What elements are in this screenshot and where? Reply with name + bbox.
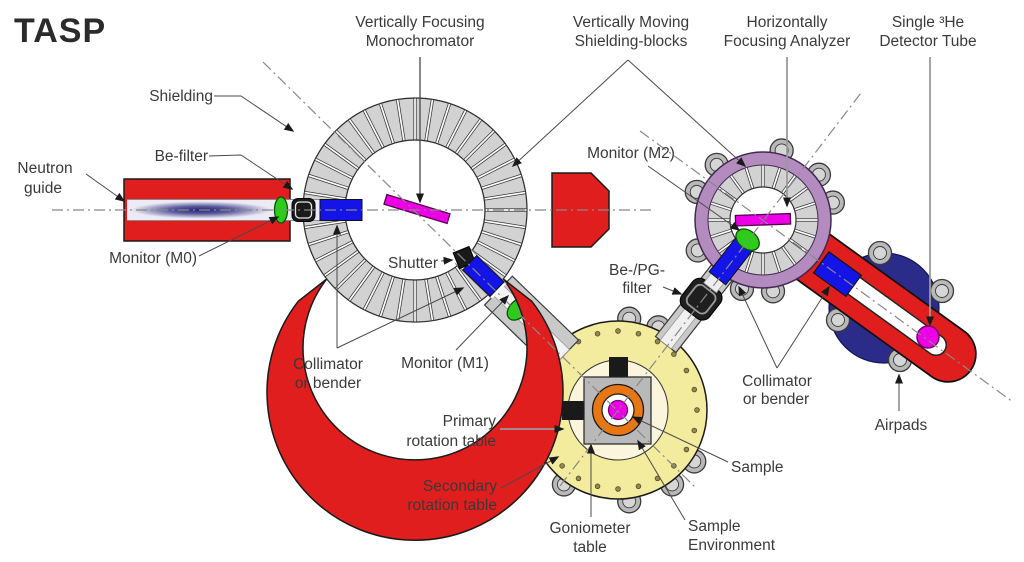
label-be-pg-1: Be-/PG-: [609, 262, 665, 279]
labels: TASP Vertically Focusing Monochromator V…: [14, 12, 977, 556]
label-shutter: Shutter: [388, 255, 438, 272]
label-vert-foc-mono-1: Vertically Focusing: [355, 14, 484, 31]
label-monitor-m1: Monitor (M1): [401, 355, 489, 372]
label-sample: Sample: [731, 459, 784, 476]
leader-monitor-m1: [455, 294, 510, 351]
label-primary-2: rotation table: [406, 433, 496, 450]
leader-be-filter: [208, 154, 294, 190]
label-secondary-1: Secondary: [423, 478, 497, 495]
leader-shielding: [214, 95, 295, 132]
leader-collimator-right-b: [776, 285, 830, 369]
label-single-he-1: Single ³He: [892, 14, 964, 31]
sample-analyzer-axis: [559, 92, 862, 487]
mono-block-separators: [304, 98, 527, 322]
label-sample-env-1: Sample: [688, 518, 741, 535]
label-collimator-left-1: Collimator: [293, 356, 363, 373]
monochromator-shielding-ring: [266, 278, 564, 542]
leader-collimator-left-b: [336, 287, 465, 349]
leader-be-pg: [662, 286, 683, 295]
label-neutron-guide-2: guide: [24, 180, 62, 197]
label-goniometer-2: table: [573, 539, 607, 556]
label-monitor-m2: Monitor (M2): [587, 145, 675, 162]
label-be-filter: Be-filter: [155, 148, 208, 165]
analyzer-detector-axis: [639, 130, 1014, 403]
label-single-he-2: Detector Tube: [879, 33, 976, 50]
label-goniometer-1: Goniometer: [550, 520, 631, 537]
label-monitor-m0: Monitor (M0): [109, 250, 197, 267]
label-horiz-analyzer-1: Horizontally: [747, 14, 828, 31]
exit-collimator: [462, 254, 505, 298]
label-shielding: Shielding: [149, 88, 213, 105]
sample: [607, 399, 629, 421]
label-airpads: Airpads: [875, 417, 928, 434]
leader-sample-env: [637, 439, 686, 521]
label-sample-env-2: Environment: [688, 537, 776, 554]
label-collimator-right-2: or bender: [743, 391, 809, 408]
leader-sample: [631, 416, 729, 463]
leader-shutter: [440, 256, 454, 265]
leader-lines: [85, 57, 934, 521]
sample-table-assembly: [514, 306, 708, 514]
label-horiz-analyzer-2: Focusing Analyzer: [724, 33, 851, 50]
label-vert-foc-mono-2: Monochromator: [366, 33, 475, 50]
label-secondary-2: rotation table: [407, 497, 497, 514]
leader-shielding-blocks-b: [627, 59, 747, 168]
exit-channel: [452, 245, 507, 300]
leader-secondary-table: [500, 456, 560, 489]
goniometer-tab-top: [609, 357, 628, 379]
leader-neutron-guide: [85, 173, 126, 202]
detector-collimator: [812, 250, 863, 298]
label-neutron-guide-1: Neutron: [17, 160, 72, 177]
be-pg-filter-inner: [685, 283, 717, 315]
label-primary-1: Primary: [443, 413, 497, 430]
detector-arm-airpads: [825, 240, 955, 373]
label-collimator-left-2: or bender: [295, 375, 361, 392]
he3-detector-tube: [916, 325, 940, 349]
page-title: TASP: [14, 12, 106, 50]
label-vert-moving-2: Shielding-blocks: [575, 33, 688, 50]
goniometer-tab-left: [562, 401, 585, 420]
monochromator-crystal: [383, 193, 451, 225]
label-vert-moving-1: Vertically Moving: [573, 14, 689, 31]
mono-sample-axis: [262, 61, 696, 488]
leader-collimator-right-a: [738, 285, 778, 369]
leader-shielding-blocks-a: [511, 59, 629, 168]
leader-monitor-m0: [198, 216, 280, 257]
label-be-pg-2: filter: [622, 280, 651, 297]
beam-axes: [52, 61, 1014, 488]
leader-monitor-m2: [647, 165, 741, 231]
label-collimator-right-1: Collimator: [742, 373, 812, 390]
